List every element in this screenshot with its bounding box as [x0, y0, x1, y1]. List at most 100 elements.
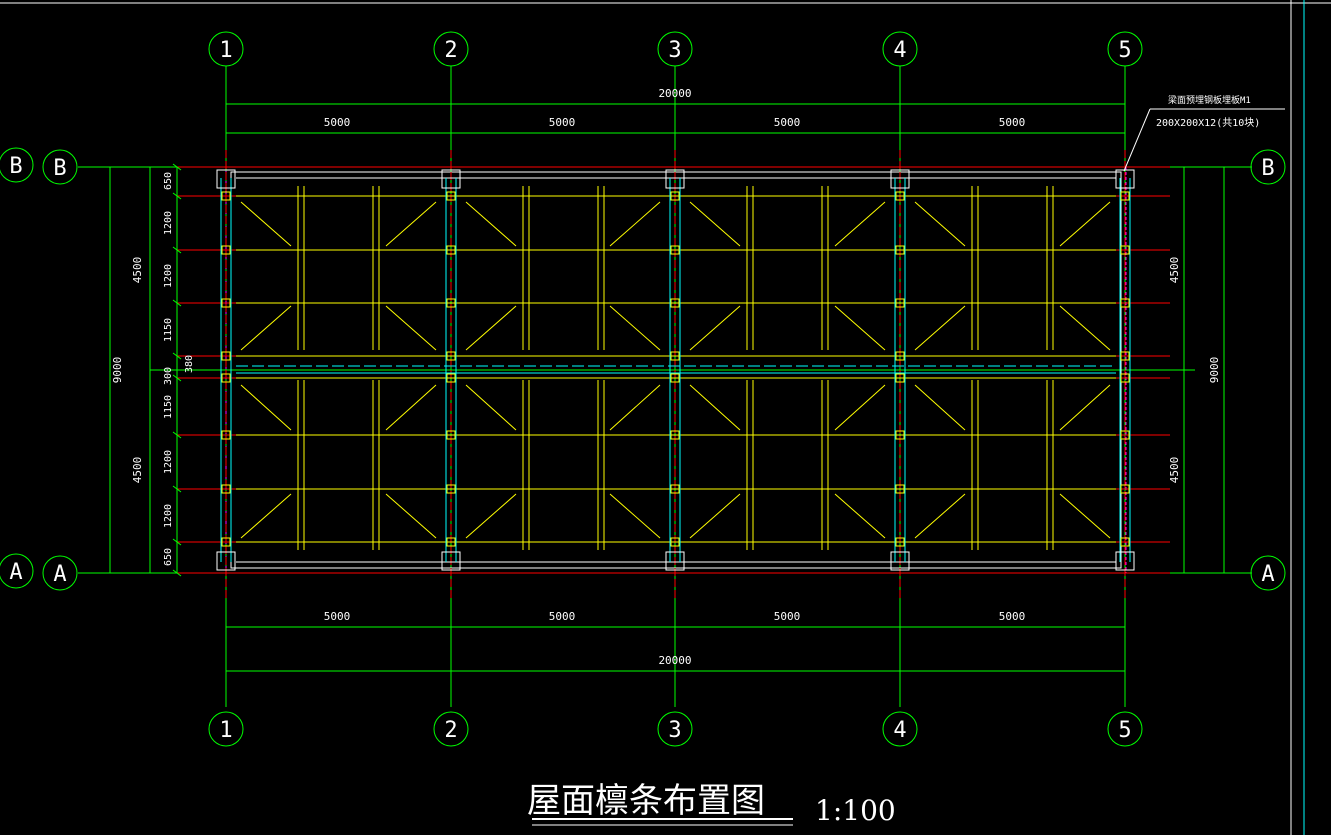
diagonal-brace-0-4 [240, 384, 292, 431]
purlin-cleat-1-0 [446, 191, 456, 201]
purlin-cleat-3-3 [895, 351, 905, 361]
diagonal-brace-0-3 [385, 305, 437, 351]
purlin-cleat-3-1 [895, 245, 905, 255]
purlin-cleat-2-7 [670, 537, 680, 547]
dim-purlin-spacing-7: 1200 [163, 504, 174, 528]
purlin-cleat-4-4 [1120, 373, 1130, 383]
dim-total-width-top: 20000 [658, 87, 691, 100]
title-block: 屋面檩条布置图 1:100 [527, 781, 896, 827]
axis-bubble-top-3-label: 3 [668, 38, 681, 63]
diagonal-brace-1-4 [465, 384, 517, 431]
callout-line-1: 梁面预埋钢板埋板M1 [1168, 94, 1251, 106]
purlin-cleat-0-4 [221, 373, 231, 383]
dim-bay-4-bottom: 5000 [999, 610, 1026, 623]
column-head-top-0 [216, 169, 236, 189]
purlin-cleat-1-2 [446, 298, 456, 308]
purlin-cleat-0-1 [221, 245, 231, 255]
axis-bubble-top-2-circle [433, 31, 469, 67]
dim-tick-left-4 [172, 374, 182, 382]
diagonal-brace-0-1 [385, 201, 437, 247]
column-head-bottom-0 [216, 551, 236, 571]
callout-line-2: 200X200X12(共10块) [1156, 117, 1260, 129]
structure-members [177, 150, 1170, 598]
dimension-lines: 20000 5000 5000 5000 5000 5000 5000 5000… [111, 87, 1221, 667]
purlin-cleat-2-4 [670, 373, 680, 383]
column-head-bottom-3 [890, 551, 910, 571]
axis-bubble-far-left-B-label: B [9, 154, 22, 179]
axis-lines [78, 66, 1252, 707]
purlin-cleat-3-2 [895, 298, 905, 308]
axis-bubble-top-2-label: 2 [444, 38, 457, 63]
dim-bay-3-top: 5000 [774, 116, 801, 129]
axis-bubble-far-left-A-label: A [9, 560, 22, 585]
diagonal-brace-3-7 [1059, 493, 1111, 539]
column-head-bottom-1 [441, 551, 461, 571]
purlin-cleat-1-5 [446, 430, 456, 440]
dim-half-depth-left-top: 4500 [131, 257, 144, 284]
axis-bubble-bottom-2-circle [433, 711, 469, 747]
dim-bay-2-top: 5000 [549, 116, 576, 129]
diagonal-brace-0-0 [240, 201, 292, 247]
diagonal-brace-3-3 [1059, 305, 1111, 351]
purlin-cleat-1-7 [446, 537, 456, 547]
embedded-plate-callout: 梁面预埋钢板埋板M1 200X200X12(共10块) [1123, 94, 1285, 172]
purlin-cleat-3-5 [895, 430, 905, 440]
purlin-cleat-3-4 [895, 373, 905, 383]
diagonal-brace-3-5 [1059, 384, 1111, 431]
axis-bubble-top-1-label: 1 [219, 38, 232, 63]
dim-tick-left-3 [172, 352, 182, 360]
purlin-cleat-4-1 [1120, 245, 1130, 255]
purlin-cleat-3-6 [895, 484, 905, 494]
axis-bubble-right-B-circle [1250, 149, 1286, 185]
purlin-cleat-2-3 [670, 351, 680, 361]
axis-bubble-bottom-5-label: 5 [1118, 718, 1131, 743]
column-head-bottom-4 [1115, 551, 1135, 571]
column-head-top-2 [665, 169, 685, 189]
diagonal-brace-1-5 [609, 384, 661, 431]
dim-half-depth-left-bottom: 4500 [131, 457, 144, 484]
dim-purlin-spacing-8: 650 [163, 548, 174, 566]
axis-bubble-far-left-B-circle [0, 147, 34, 183]
axis-bubble-bottom-4-label: 4 [893, 718, 906, 743]
axis-bubble-left-B-circle [42, 149, 78, 185]
purlin-cleat-2-1 [670, 245, 680, 255]
dim-purlin-spacing-0: 650 [163, 172, 174, 190]
purlin-cleat-1-1 [446, 245, 456, 255]
purlin-cleat-3-7 [895, 537, 905, 547]
column-head-bottom-2 [665, 551, 685, 571]
dim-tick-left-7 [172, 538, 182, 546]
diagonal-brace-2-3 [834, 305, 886, 351]
dim-ridge-gap: 380 [184, 355, 195, 373]
purlin-cleat-1-4 [446, 373, 456, 383]
dim-tick-left-9 [172, 569, 182, 577]
purlin-cleat-2-6 [670, 484, 680, 494]
dim-tick-left-5 [172, 431, 182, 439]
dim-half-depth-right-bottom: 4500 [1168, 457, 1181, 484]
purlin-cleat-4-3 [1120, 351, 1130, 361]
diagonal-brace-1-0 [465, 201, 517, 247]
axis-bubble-top-4-label: 4 [893, 38, 906, 63]
diagonal-brace-1-6 [465, 493, 517, 539]
purlin-cleat-2-0 [670, 191, 680, 201]
purlin-cleat-4-5 [1120, 430, 1130, 440]
purlin-cleat-0-3 [221, 351, 231, 361]
callout-leader [1123, 108, 1151, 172]
dim-tick-left-1 [172, 246, 182, 254]
dim-tick-left-2 [172, 299, 182, 307]
diagonal-brace-0-6 [240, 493, 292, 539]
purlin-cleat-0-7 [221, 537, 231, 547]
diagonal-brace-2-7 [834, 493, 886, 539]
axis-bubble-top-4-circle [882, 31, 918, 67]
dim-total-depth-right: 9000 [1208, 357, 1221, 384]
purlin-cleat-1-6 [446, 484, 456, 494]
diagonal-brace-3-2 [914, 305, 966, 351]
dim-purlin-spacing-ridge: 300 [163, 367, 174, 385]
axis-bubble-left-B-label: B [53, 156, 66, 181]
purlin-cleat-0-0 [221, 191, 231, 201]
dim-total-width-bottom: 20000 [658, 654, 691, 667]
purlin-cleat-2-5 [670, 430, 680, 440]
purlin-cleat-1-3 [446, 351, 456, 361]
dim-tick-left-6 [172, 485, 182, 493]
purlin-cleat-4-0 [1120, 191, 1130, 201]
